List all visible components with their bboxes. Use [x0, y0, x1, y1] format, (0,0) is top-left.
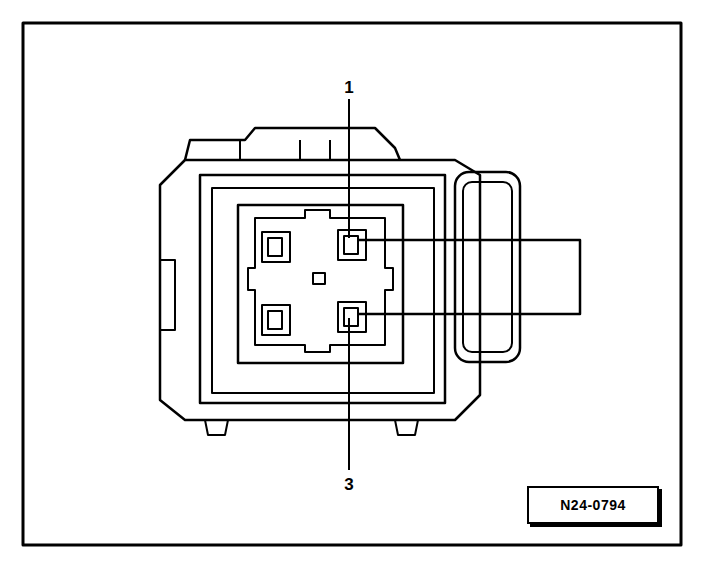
- reference-box: N24-0794: [527, 486, 659, 524]
- callout-number: 1: [344, 79, 353, 96]
- housing-top: [185, 128, 400, 160]
- latch-inner: [463, 182, 512, 352]
- front-frame: [200, 175, 445, 403]
- pins: [262, 230, 366, 335]
- pin-block: [248, 210, 393, 352]
- leader-line: [348, 99, 350, 238]
- housing-feet: [205, 420, 418, 435]
- housing-ribs: [240, 140, 330, 160]
- jumper-wire: [358, 240, 580, 314]
- housing-body: [160, 160, 480, 420]
- figure-reference: N24-0794: [560, 497, 626, 513]
- callout-number: 3: [344, 476, 353, 493]
- front-frame-inner: [212, 188, 434, 393]
- latch: [455, 172, 520, 362]
- housing-key: [160, 260, 175, 330]
- leader-line: [348, 318, 350, 470]
- cavity: [238, 205, 403, 363]
- frame: [23, 23, 681, 545]
